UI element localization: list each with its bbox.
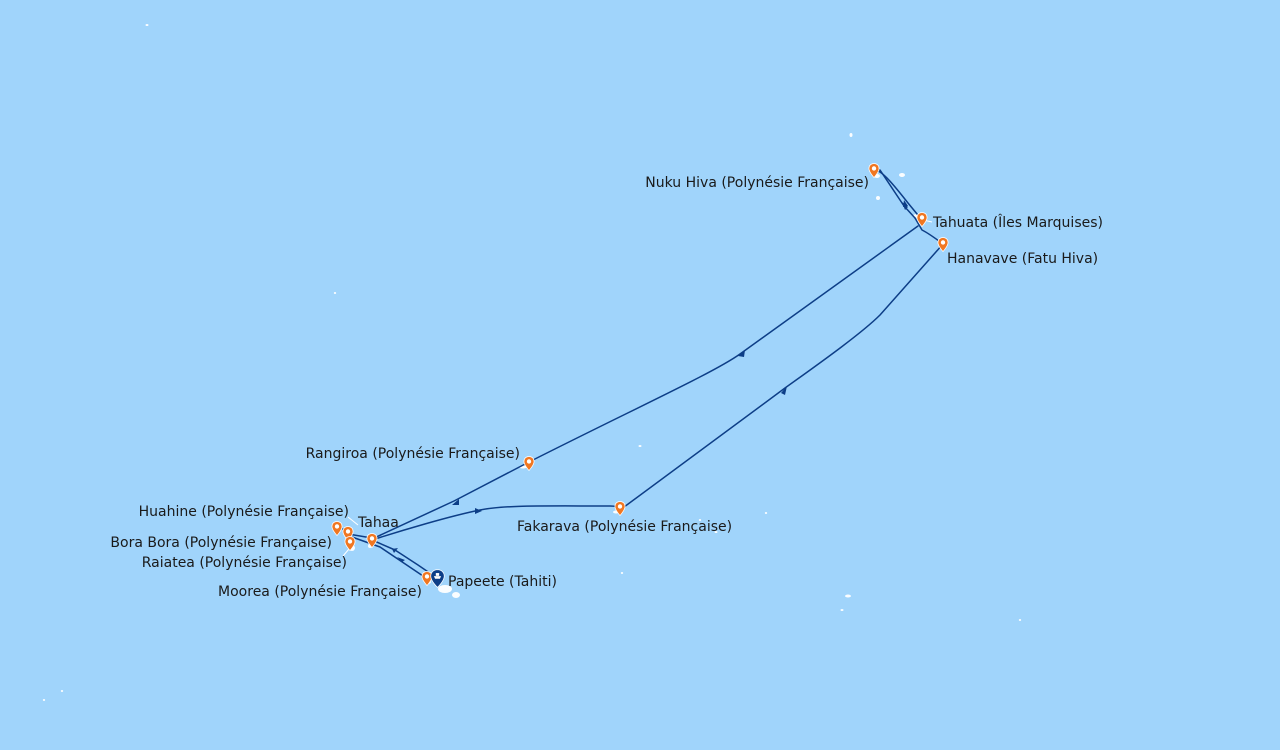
tuamotu-atoll-3 [638,445,642,447]
route-direction-arrow [475,508,482,514]
route-direction-arrow [392,548,398,553]
tuamotu-atoll-6 [840,609,844,611]
port-labels: Papeete (Tahiti) Moorea (Polynésie Franç… [110,175,1103,600]
bora-bora-label[interactable]: Bora Bora (Polynésie Française) [110,535,332,551]
moorea-label[interactable]: Moorea (Polynésie Française) [218,584,422,600]
papeete-label[interactable]: Papeete (Tahiti) [448,574,557,590]
nuku-hiva-label[interactable]: Nuku Hiva (Polynésie Française) [645,175,869,191]
route-direction-arrow [397,557,405,562]
tahiti-island [438,585,452,593]
islet-2 [60,690,64,692]
route-direction-arrow [781,386,787,395]
tahaa-label[interactable]: Tahaa [357,515,399,531]
hanavave-label[interactable]: Hanavave (Fatu Hiva) [947,251,1098,267]
route-direction-arrow [452,499,459,505]
raiatea-leader-line [342,548,350,557]
islet-4 [620,572,624,574]
tuamotu-atoll-4 [698,519,702,521]
islet-6 [333,292,337,294]
fakarava-label[interactable]: Fakarava (Polynésie Française) [517,519,732,535]
route-tahuata-rangiroa [528,225,919,463]
islet-5 [1018,619,1022,621]
ua-pou-island [876,196,880,200]
huahine-label[interactable]: Huahine (Polynésie Française) [139,504,349,520]
route-direction-arrow [738,350,745,357]
route-moorea-raiatea [351,536,427,579]
ua-huka-island [899,173,905,177]
route-direction-arrow [902,202,908,210]
route-rangiroa-huahine [371,461,530,540]
tuamotu-atoll-1 [845,594,851,598]
islet-3 [42,699,46,701]
eiao-island [849,133,853,137]
rangiroa-label[interactable]: Rangiroa (Polynésie Française) [306,446,520,462]
islet-1 [145,24,149,26]
huahine-leader-line [347,516,359,526]
route-fakarava-hanavave [619,243,944,511]
raiatea-label[interactable]: Raiatea (Polynésie Française) [142,555,347,571]
tuamotu-atoll-2 [714,531,718,533]
tahiti-iti-island [452,592,460,598]
tahuata-label[interactable]: Tahuata (Îles Marquises) [932,213,1103,231]
tuamotu-atoll-5 [764,512,768,514]
